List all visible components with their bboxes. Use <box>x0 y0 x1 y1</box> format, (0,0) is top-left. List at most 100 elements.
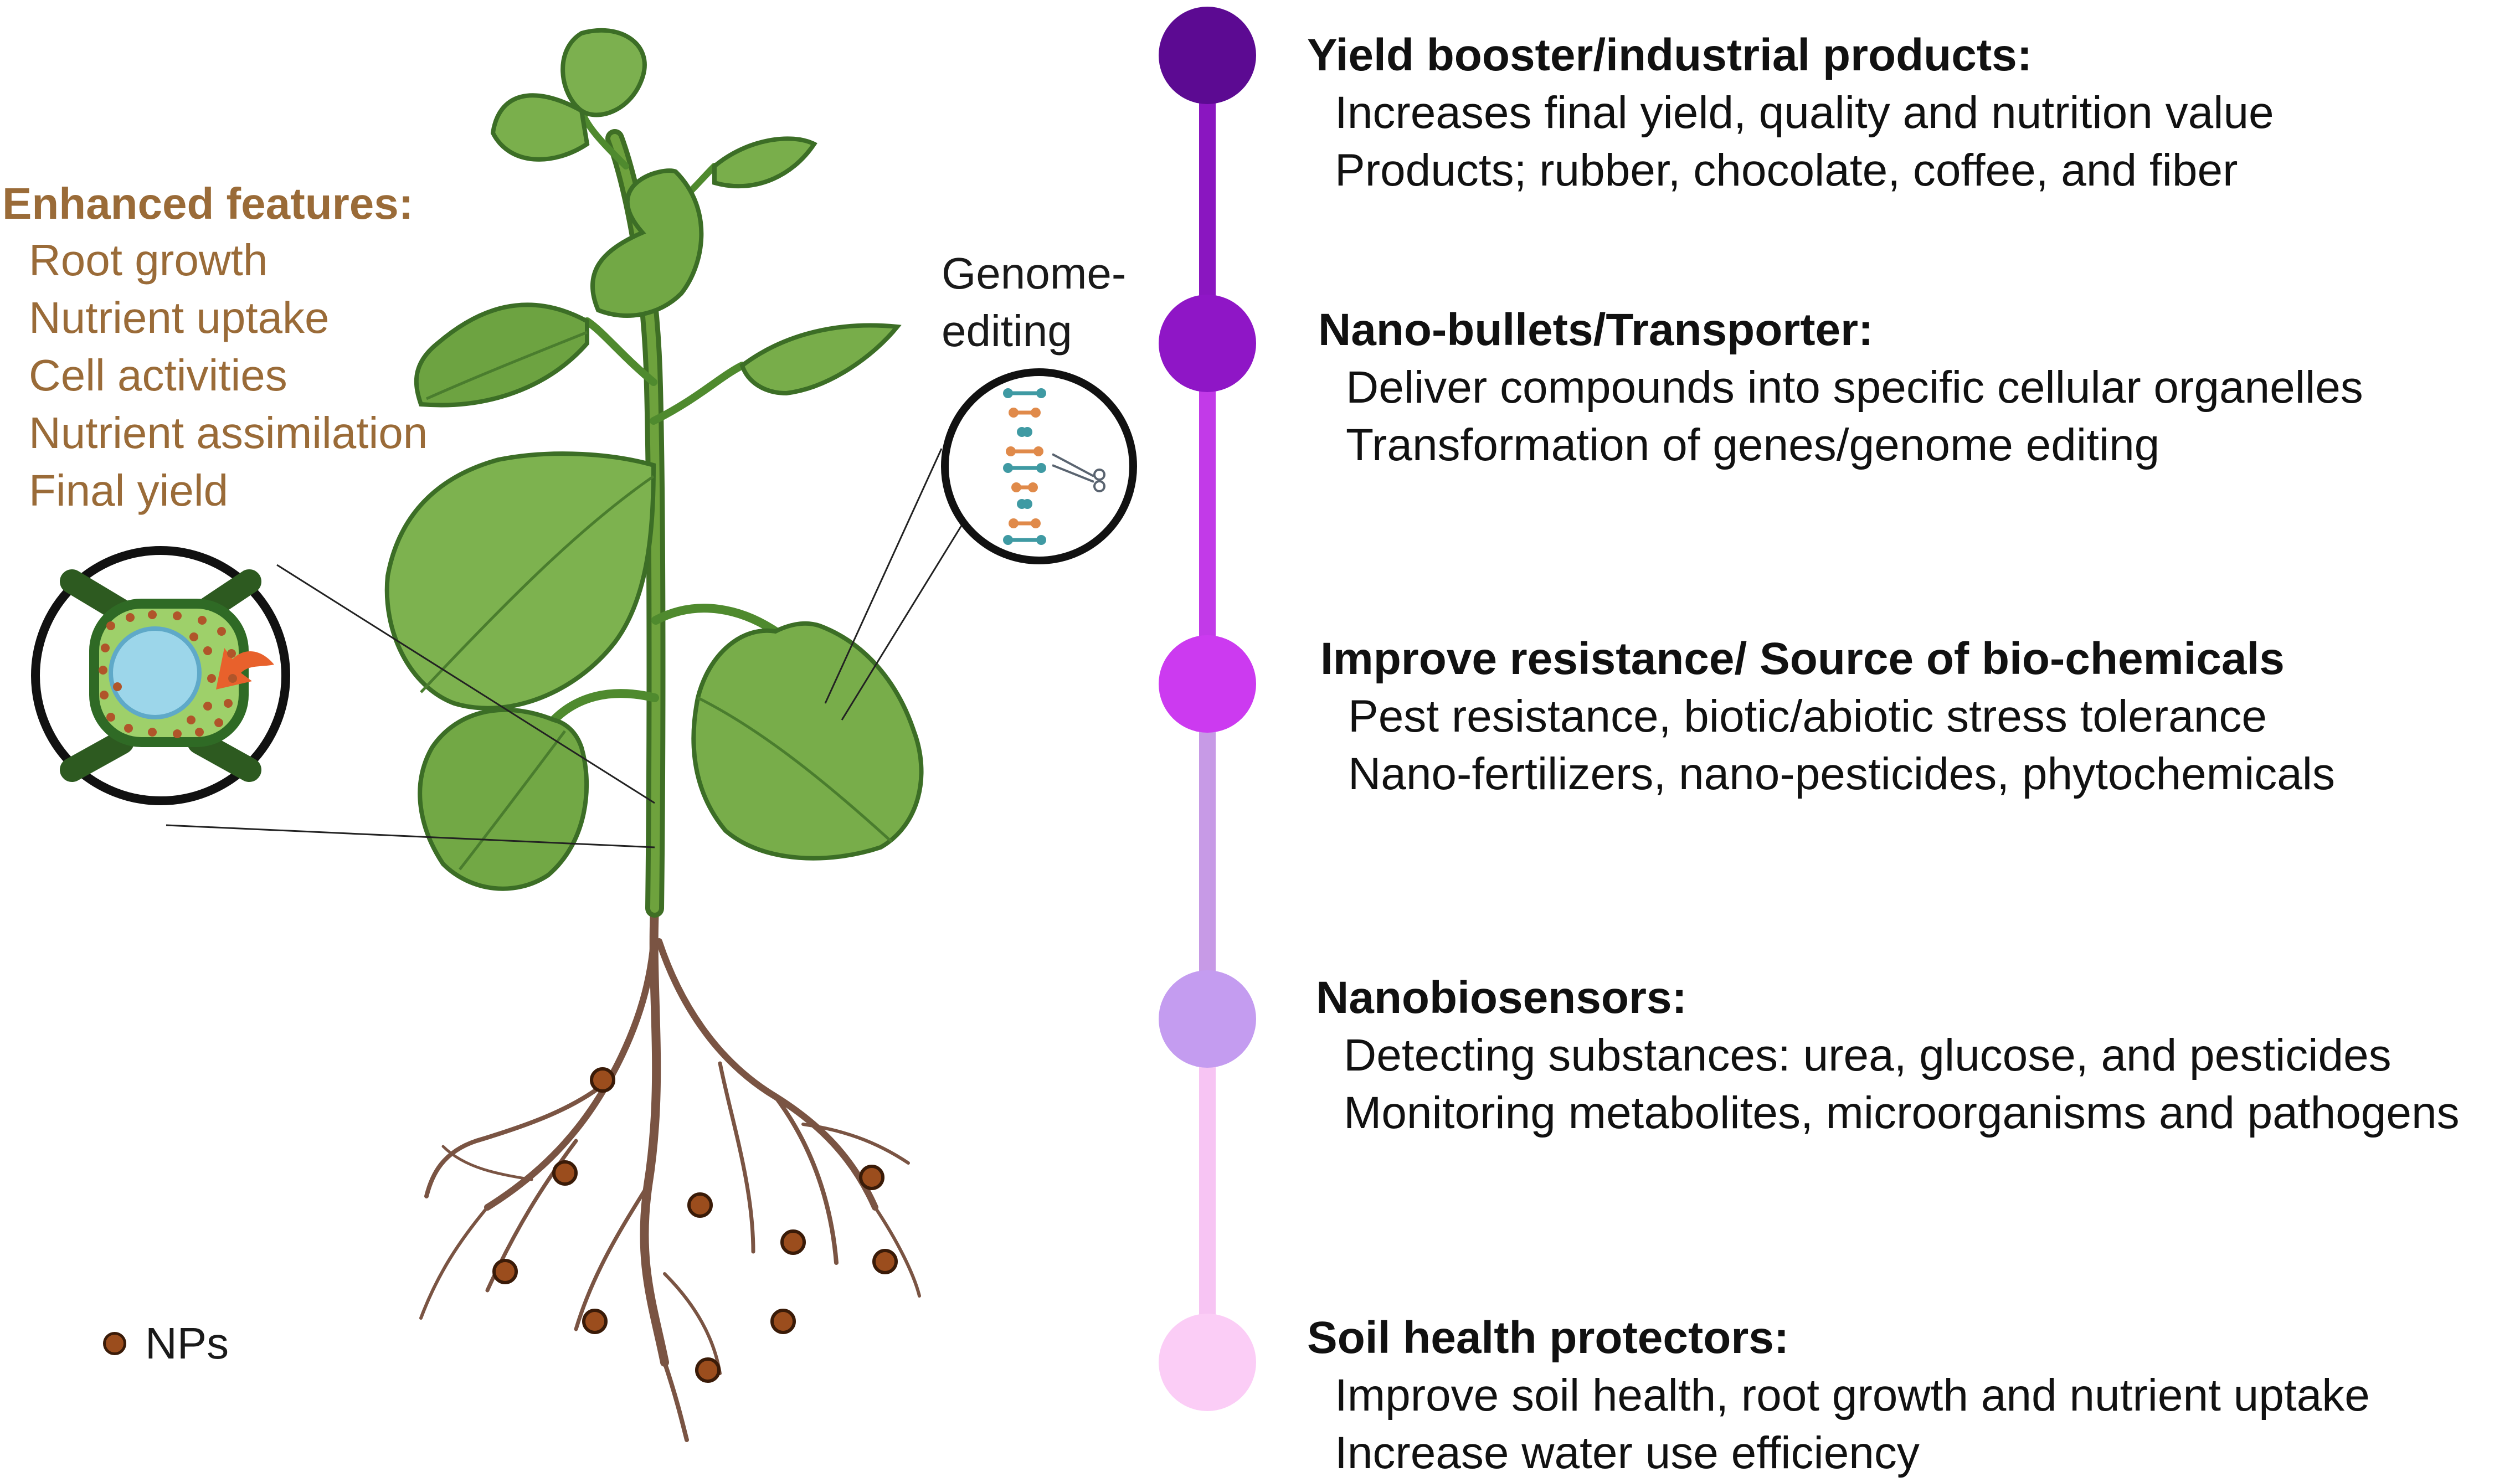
role-line: Improve soil health, root growth and nut… <box>1335 1370 2370 1421</box>
dna-base <box>1003 388 1013 398</box>
feature-item: Final yield <box>29 466 229 515</box>
dna-base <box>1003 463 1013 473</box>
cell-nanoparticle <box>228 674 237 683</box>
cell-nanoparticle <box>124 724 133 733</box>
root <box>419 1206 489 1320</box>
cell-nanoparticle <box>203 646 212 655</box>
role-improve-resistance: Improve resistance/ Source of bio-chemic… <box>1320 630 2520 803</box>
scissors-blade <box>1052 453 1094 477</box>
feature-item: Nutrient assimilation <box>29 408 428 457</box>
enhanced-features-title: Enhanced features: <box>2 179 414 228</box>
leaf <box>418 707 589 891</box>
cell-nanoparticle <box>100 691 109 699</box>
role-title: Nanobiosensors: <box>1316 972 1687 1023</box>
legend: NPs <box>103 1318 229 1369</box>
nanoparticle <box>859 1165 884 1190</box>
dna-helix <box>1003 388 1046 545</box>
cell-nanoparticle <box>148 728 157 737</box>
dna-base <box>1036 388 1046 398</box>
dna-base <box>1006 446 1016 456</box>
timeline-nodes <box>1159 7 1256 1411</box>
role-soil-health: Soil health protectors: Improve soil hea… <box>1307 1309 2520 1482</box>
dna-base <box>1022 427 1032 437</box>
cell-nanoparticle <box>148 610 157 619</box>
leaf <box>560 28 647 117</box>
dna-base <box>1033 446 1043 456</box>
leaf-vein <box>459 730 566 871</box>
cell-vacuole <box>109 626 202 719</box>
leaf <box>414 302 589 408</box>
cell-nanoparticle <box>113 682 122 691</box>
scissors-blade <box>1052 464 1094 483</box>
role-nano-bullets: Nano-bullets/Transporter: Deliver compou… <box>1318 301 2520 474</box>
cell-wall-corner <box>60 730 134 782</box>
leaf <box>691 621 924 861</box>
root <box>441 1145 533 1181</box>
nanoparticle <box>687 1192 713 1218</box>
leaf <box>712 136 817 189</box>
root <box>873 1206 921 1298</box>
role-line: Monitoring metabolites, microorganisms a… <box>1344 1088 2460 1138</box>
cell-nanoparticle <box>106 621 115 630</box>
timeline-node <box>1159 7 1256 104</box>
nanoparticle <box>590 1067 615 1093</box>
role-line: Products; rubber, chocolate, coffee, and… <box>1335 145 2238 195</box>
roots <box>419 904 921 1442</box>
nanoparticle-legend-icon <box>103 1332 126 1355</box>
soil-nanoparticles <box>492 1067 898 1383</box>
legend-label: NPs <box>145 1319 229 1368</box>
feature-item: Cell activities <box>29 351 287 400</box>
scissors-handle <box>1093 469 1105 481</box>
role-line: Deliver compounds into specific cellular… <box>1346 362 2363 413</box>
cell-nanoparticle <box>173 729 182 738</box>
root <box>663 1272 722 1375</box>
branch <box>549 689 659 724</box>
branch <box>650 362 746 425</box>
timeline-node <box>1159 295 1256 392</box>
leaf-vein <box>425 331 588 400</box>
nanoparticle <box>770 1309 796 1334</box>
zoom-line <box>276 564 655 804</box>
cell-nanoparticle <box>227 649 236 658</box>
cell-nanoparticle <box>187 716 196 724</box>
cell-nanoparticle <box>101 644 110 652</box>
leaf <box>490 93 590 162</box>
root <box>640 904 669 1367</box>
leaf <box>739 323 902 396</box>
role-title: Yield booster/industrial products: <box>1307 30 2033 80</box>
root <box>656 938 878 1211</box>
role-title: Nano-bullets/Transporter: <box>1318 305 1874 355</box>
root <box>662 1360 689 1442</box>
scissors-icon <box>1052 453 1105 492</box>
role-line: Transformation of genes/genome editing <box>1346 420 2160 470</box>
dna-base <box>1036 535 1046 545</box>
nanoparticle <box>872 1249 898 1274</box>
cell-nanoparticle <box>106 713 115 722</box>
nanoparticle <box>695 1357 721 1383</box>
zoom-line <box>824 448 943 704</box>
enhanced-features: Enhanced features: Root growth Nutrient … <box>2 176 428 519</box>
cell-nanoparticle <box>224 699 233 708</box>
root <box>773 1094 839 1265</box>
role-yield-booster: Yield booster/industrial products: Incre… <box>1307 27 2520 199</box>
leaf-vein <box>697 696 893 843</box>
cell-nanoparticle <box>189 632 198 641</box>
feature-item: Nutrient uptake <box>29 293 330 342</box>
timeline-node <box>1159 1314 1256 1411</box>
cell-magnifier <box>31 546 290 805</box>
root <box>574 1183 650 1331</box>
cell-nanoparticle <box>195 728 204 737</box>
dna-base <box>1031 518 1041 528</box>
root <box>801 1123 910 1165</box>
timeline-node <box>1159 970 1256 1068</box>
role-line: Detecting substances: urea, glucose, and… <box>1344 1030 2392 1080</box>
root <box>424 1078 611 1198</box>
cell-nanoparticle <box>207 674 216 683</box>
zoom-line <box>841 503 976 721</box>
leaf-veins <box>420 331 893 871</box>
role-line: Nano-fertilizers, nano-pesticides, phyto… <box>1348 749 2336 799</box>
role-line: Pest resistance, biotic/abiotic stress t… <box>1348 691 2267 742</box>
role-line: Increases final yield, quality and nutri… <box>1335 88 2274 138</box>
dna-base <box>1031 408 1041 418</box>
scissors-handle <box>1093 480 1105 492</box>
